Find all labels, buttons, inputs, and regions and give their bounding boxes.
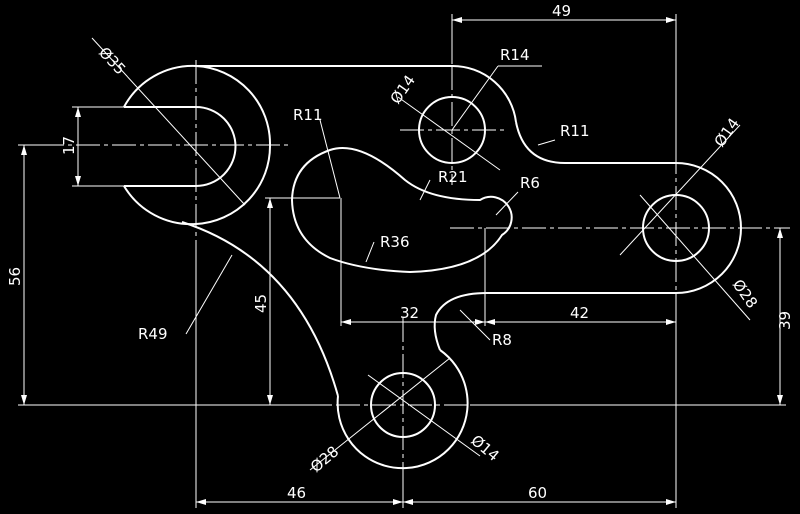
dim-width-32: 32 xyxy=(400,304,419,322)
arrowheads xyxy=(21,17,783,505)
part-outline xyxy=(123,64,742,470)
dim-dia-14-right: Ø14 xyxy=(711,115,743,151)
r8-fillet xyxy=(433,292,488,351)
slot-end-arc xyxy=(195,106,237,187)
dim-radius-r14: R14 xyxy=(500,46,530,64)
dim-dia-28-bottom: Ø28 xyxy=(307,442,342,476)
dim-radius-r36: R36 xyxy=(380,233,410,251)
center-lines xyxy=(40,30,790,470)
dim-width-60: 60 xyxy=(528,484,547,502)
left-hub-arc-lower xyxy=(123,144,272,226)
dim-radius-r6: R6 xyxy=(520,174,540,192)
right-hub-outer xyxy=(675,162,742,294)
bottom-hub-outer xyxy=(336,349,469,470)
dim-height-56: 56 xyxy=(6,267,24,286)
r14-boss-arc xyxy=(451,64,517,123)
r11-fillet xyxy=(515,121,566,164)
holes xyxy=(370,96,710,438)
dim-radius-r11-right: R11 xyxy=(560,122,590,140)
kidney-slot xyxy=(290,147,513,274)
dim-width-46: 46 xyxy=(287,484,306,502)
dim-height-39: 39 xyxy=(776,311,794,330)
left-hub-arc-upper xyxy=(123,64,272,146)
dim-radius-r49: R49 xyxy=(138,325,168,343)
dim-radius-r21: R21 xyxy=(438,168,468,186)
dim-dia-28-right: Ø28 xyxy=(729,276,761,312)
dim-width-42: 42 xyxy=(570,304,589,322)
dim-width-17: 17 xyxy=(60,136,78,155)
r49-arc xyxy=(181,221,339,397)
bottom-hole xyxy=(370,372,436,438)
top-hole xyxy=(418,96,486,164)
dim-dia-14-bottom: Ø14 xyxy=(467,431,502,465)
dim-width-49: 49 xyxy=(552,2,571,20)
dim-radius-r11-left: R11 xyxy=(293,106,323,124)
dimension-lines xyxy=(18,14,786,508)
dim-height-45: 45 xyxy=(252,294,270,313)
dim-dia-14-top: Ø14 xyxy=(387,72,419,108)
dim-radius-r8: R8 xyxy=(492,331,512,349)
